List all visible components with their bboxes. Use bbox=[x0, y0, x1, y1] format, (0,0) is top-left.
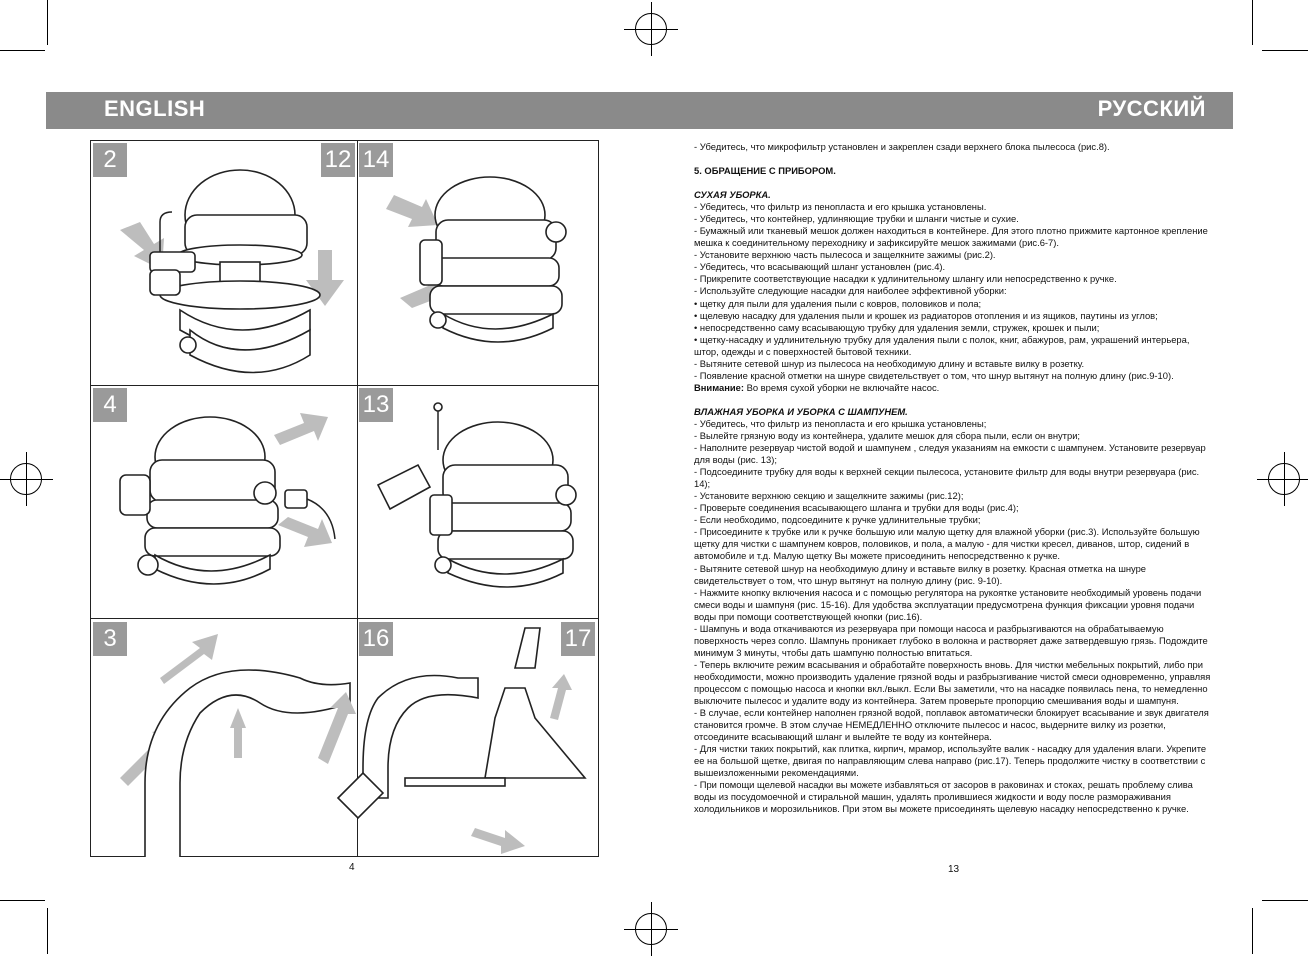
paragraph: - Установите верхнюю секцию и защелкните… bbox=[694, 490, 964, 502]
figure-number-17: 17 bbox=[561, 622, 595, 656]
figure-number-12: 12 bbox=[321, 143, 355, 177]
header-russian: РУССКИЙ bbox=[1097, 96, 1206, 121]
bullet-item: • непосредственно саму всасывающую трубк… bbox=[694, 321, 1100, 333]
hose-connection-illustration bbox=[119, 413, 336, 585]
figure-number-14: 14 bbox=[359, 143, 393, 177]
bullet-item: • щетку для пыли для удаления пыли с ков… bbox=[694, 297, 982, 309]
bullet-item: • щетку-насадку и удлинительную трубку д… bbox=[694, 333, 1190, 357]
paragraph: - Проверьте соединения всасывающего шлан… bbox=[694, 502, 1019, 514]
paragraph: - Нажмите кнопку включения насоса и с по… bbox=[694, 586, 1202, 622]
paragraph: - При помощи щелевой насадки вы можете и… bbox=[694, 779, 1193, 815]
crop-mark bbox=[1252, 0, 1253, 45]
paragraph: - Теперь включите режим всасывания и обр… bbox=[694, 658, 1211, 707]
vacuum-exploded-illustration bbox=[120, 169, 344, 374]
paragraph: - Убедитесь, что фильтр из пенопласта и … bbox=[694, 201, 987, 213]
paragraph: - Наполните резервуар чистой водой и шам… bbox=[694, 442, 1206, 466]
figures-panel bbox=[90, 140, 599, 857]
paragraph: - Используйте следующие насадки для наиб… bbox=[694, 285, 1007, 297]
vacuum-assembled-illustration bbox=[386, 176, 567, 343]
paragraph: - Присоедините к трубке или к ручке боль… bbox=[694, 526, 1200, 562]
paragraph: - Убедитесь, что микрофильтр установлен … bbox=[694, 141, 1110, 152]
subsection-heading-wet: ВЛАЖНАЯ УБОРКА И УБОРКА С ШАМПУНЕМ. bbox=[694, 405, 908, 417]
attention-text: Во время сухой уборки не включайте насос… bbox=[743, 381, 940, 393]
paragraph: - Установите верхнюю часть пылесоса и за… bbox=[694, 249, 996, 261]
bullet-item: • щелевую насадку для удаления пыли и кр… bbox=[694, 309, 1158, 321]
crop-mark bbox=[0, 900, 45, 901]
registration-mark-right bbox=[1257, 452, 1308, 506]
paragraph: - Убедитесь, что всасывающий шланг устан… bbox=[694, 261, 946, 273]
crop-mark bbox=[47, 0, 48, 45]
paragraph: - Вытяните сетевой шнур на необходимую д… bbox=[694, 562, 1147, 586]
wide-brush-illustration bbox=[404, 627, 587, 854]
handle-brush-illustration bbox=[120, 634, 351, 857]
attention-label: Внимание: bbox=[694, 381, 744, 393]
section-heading: 5. ОБРАЩЕНИЕ С ПРИБОРОМ. bbox=[694, 165, 836, 177]
page-number-left: 4 bbox=[349, 862, 355, 873]
attention-note: Внимание: Во время сухой уборки не включ… bbox=[694, 382, 1214, 394]
paragraph: - Вылейте грязную воду из контейнера, уд… bbox=[694, 429, 1081, 441]
crop-mark bbox=[1262, 50, 1308, 51]
crop-mark bbox=[1252, 908, 1253, 954]
paragraph: - Бумажный или тканевый мешок должен нах… bbox=[694, 225, 1208, 249]
paragraph: - Появление красной отметки на шнуре сви… bbox=[694, 369, 1174, 381]
paragraph: - Подсоедините трубку для воды к верхней… bbox=[694, 466, 1200, 490]
page-number-right: 13 bbox=[948, 864, 960, 875]
paragraph: - В случае, если контейнер наполнен гряз… bbox=[694, 707, 1209, 743]
russian-instructions: - Убедитесь, что микрофильтр установлен … bbox=[694, 141, 1214, 815]
crop-mark bbox=[47, 908, 48, 954]
figure-divider bbox=[90, 385, 599, 386]
figure-number-2: 2 bbox=[93, 143, 127, 177]
water-tank-illustration bbox=[376, 402, 577, 588]
figure-number-3: 3 bbox=[93, 622, 127, 656]
figure-number-16: 16 bbox=[359, 622, 393, 656]
paragraph: - Для чистки таких покрытий, как плитка,… bbox=[694, 743, 1207, 779]
header-english: ENGLISH bbox=[104, 96, 206, 121]
figure-illustrations bbox=[119, 169, 587, 857]
crop-mark bbox=[0, 50, 45, 51]
paragraph: - Убедитесь, что фильтр из пенопласта и … bbox=[694, 417, 987, 429]
small-handle-illustration bbox=[318, 674, 479, 820]
registration-mark-top bbox=[624, 2, 678, 56]
paragraph: - Если необходимо, подсоедините к ручке … bbox=[694, 514, 981, 526]
paragraph: - Убедитесь, что контейнер, удлиняющие т… bbox=[694, 213, 1019, 225]
paragraph: - Прикрепите соответствующие насадки к у… bbox=[694, 273, 1117, 285]
figure-divider bbox=[357, 140, 358, 857]
subsection-heading-dry: СУХАЯ УБОРКА. bbox=[694, 189, 771, 201]
registration-mark-left bbox=[0, 452, 53, 506]
figure-number-4: 4 bbox=[93, 388, 127, 422]
crop-mark bbox=[1262, 900, 1308, 901]
paragraph: - Вытяните сетевой шнур из пылесоса на н… bbox=[694, 357, 1085, 369]
registration-mark-bottom bbox=[624, 902, 678, 956]
language-header-bar: ENGLISH РУССКИЙ bbox=[46, 92, 1233, 129]
paragraph: - Шампунь и вода откачиваются из резерву… bbox=[694, 622, 1208, 658]
figure-number-13: 13 bbox=[359, 388, 393, 422]
figure-divider bbox=[90, 618, 599, 619]
